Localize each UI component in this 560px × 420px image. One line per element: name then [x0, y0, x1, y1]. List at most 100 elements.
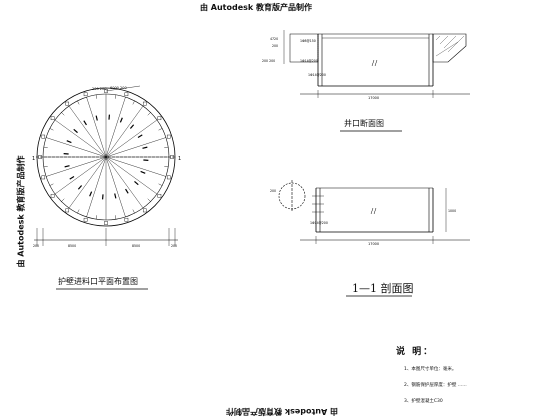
well-section-title: 井口断面图 — [344, 119, 384, 128]
well-break-2 — [374, 59, 378, 67]
ring-tick — [77, 209, 80, 214]
radial-spoke — [46, 156, 107, 177]
radial-spoke — [105, 156, 158, 195]
post-mark — [83, 217, 88, 222]
hatch-4 — [447, 35, 465, 53]
ring-tick — [132, 100, 135, 105]
note-item-1: 1、本图尺寸单位：毫米。 — [404, 367, 457, 372]
bar-callout — [119, 117, 123, 123]
ring-tick — [61, 198, 65, 202]
ring-tick — [95, 215, 97, 220]
bar-callout — [125, 188, 129, 194]
well-dim-left-1: 4720 — [270, 37, 278, 41]
section-dim-side: 1000 — [448, 209, 456, 213]
ring-tick — [147, 198, 151, 202]
post-mark — [50, 193, 55, 198]
section-rebar-label: 1Φ14@200 — [310, 221, 328, 225]
well-dim-bottom: 17000 — [368, 96, 379, 100]
well-right-cap — [432, 33, 467, 63]
leader-top — [105, 85, 141, 92]
post-mark — [104, 89, 108, 93]
well-rebar-1: 1Φ8@150 — [300, 39, 316, 43]
plan-view: 1 1 200 200 6000 200 200 8500 8500 200 — [32, 85, 181, 290]
note-item-3: 3、护壁混凝土C30 — [404, 399, 443, 404]
ring-tick — [49, 128, 54, 131]
watermark-top: 由 Autodesk 教育版产品制作 — [200, 3, 313, 12]
bar-labels — [63, 114, 149, 200]
post-mark — [124, 217, 129, 222]
watermark-left: 由 Autodesk 教育版产品制作 — [16, 155, 26, 268]
radial-spoke — [54, 119, 107, 158]
ring-tick — [158, 183, 163, 186]
bar-callout — [143, 159, 149, 161]
section-break-2 — [373, 207, 377, 215]
bar-callout — [69, 176, 75, 180]
bar-callout — [73, 128, 78, 134]
bar-callout — [140, 170, 146, 174]
bar-callout — [137, 134, 143, 138]
bar-callout — [77, 185, 83, 190]
post-mark — [65, 101, 70, 106]
post-mark — [124, 92, 129, 97]
post-mark — [166, 134, 171, 139]
bar-callout — [83, 120, 87, 126]
plan-view-title: 护壁进料口平面布置图 — [58, 277, 138, 286]
bar-callout — [95, 115, 98, 121]
well-rebar-3: 1Φ14@200 — [308, 73, 326, 77]
ring-tick — [147, 112, 151, 116]
section-dim-left: 200 — [270, 189, 276, 193]
bar-callout — [142, 146, 148, 149]
post-mark — [157, 193, 162, 198]
radial-spoke — [105, 156, 126, 217]
ring-tick — [49, 183, 54, 186]
section-1-1: 1Φ14@200 200 1000 17000 — [270, 180, 470, 297]
radial-spoke — [105, 156, 166, 177]
ring-tick — [61, 112, 65, 116]
ring-tick — [164, 146, 169, 148]
well-rebar-2: 1Φ14@200 — [300, 59, 318, 63]
notes-heading: 说 明： — [396, 347, 435, 357]
ring-tick — [164, 166, 169, 168]
plan-dim-3: 8500 — [132, 244, 140, 248]
radial-spoke — [86, 156, 107, 217]
section-1-1-title: 1—1 剖面图 — [352, 282, 414, 295]
plan-dim-top: 200 200 — [92, 87, 106, 91]
well-break — [371, 59, 375, 67]
bar-callout — [134, 180, 139, 186]
post-mark — [41, 175, 46, 180]
radial-spoke — [86, 97, 107, 158]
bar-callout — [129, 124, 135, 129]
post-mark — [104, 221, 108, 225]
note-item-2: 2、钢筋保护层厚度：护壁 …… — [404, 383, 467, 388]
plan-dim-2: 8500 — [68, 244, 76, 248]
plan-dim-4: 200 — [171, 244, 177, 248]
ring-tick — [95, 94, 97, 99]
section-break — [370, 207, 374, 215]
bar-callout — [108, 114, 110, 120]
bar-callout — [64, 165, 70, 168]
section-dim-bottom: 17000 — [368, 242, 379, 246]
hatch-3 — [443, 35, 457, 49]
bar-callout — [66, 140, 72, 144]
ring-tick — [43, 146, 48, 148]
radial-spoke — [46, 137, 107, 158]
post-mark — [83, 92, 88, 97]
section-mark-left: 1 — [32, 156, 35, 162]
ring-tick — [77, 100, 80, 105]
post-mark — [142, 101, 147, 106]
ring-tick — [158, 128, 163, 131]
ring-tick — [132, 209, 135, 214]
post-mark — [142, 208, 147, 213]
radial-spoke — [68, 105, 107, 158]
well-dim-left-2: 200 — [272, 44, 278, 48]
hatch-5 — [435, 41, 459, 57]
watermark-bottom: 由 Autodesk 教育版产品制作 — [226, 407, 339, 416]
post-mark — [50, 116, 55, 121]
post-mark — [157, 116, 162, 121]
radial-spoke — [105, 97, 126, 158]
post-mark — [65, 208, 70, 213]
radial-spoke — [105, 105, 144, 158]
post-mark — [166, 175, 171, 180]
hatch-2 — [439, 35, 449, 45]
